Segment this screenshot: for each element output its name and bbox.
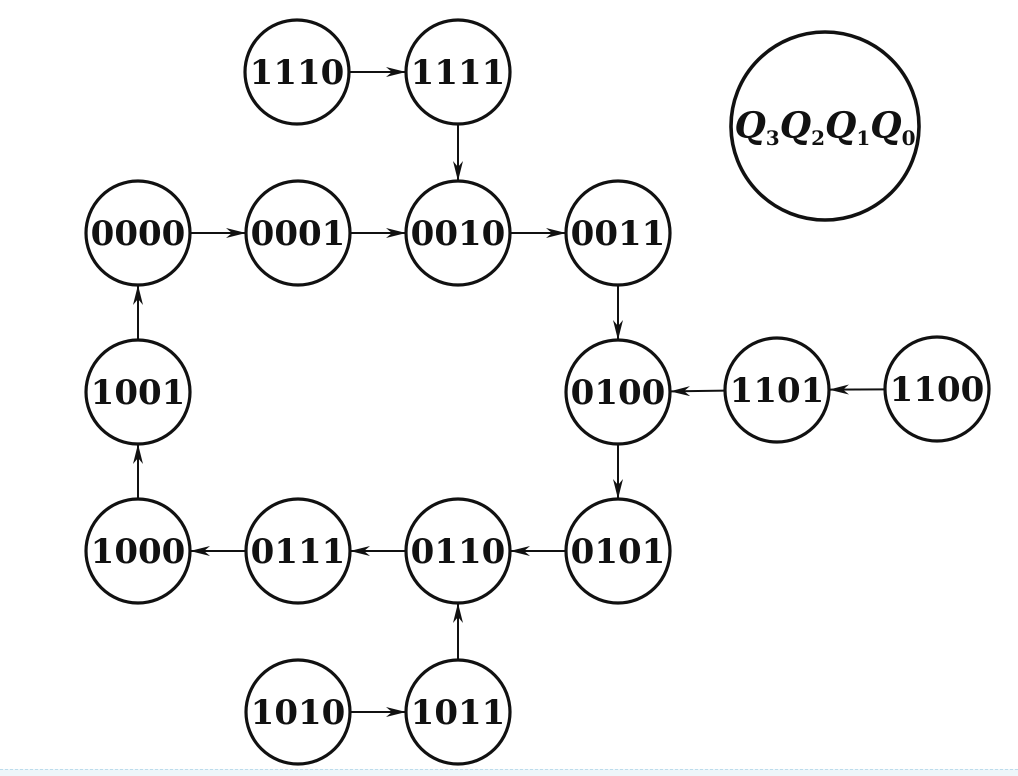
legend-var-q0: Q	[870, 105, 901, 147]
state-label: 1101	[730, 371, 825, 411]
legend-sub-2: 2	[811, 126, 825, 150]
state-node-0001: 0001	[244, 179, 352, 287]
state-label: 1010	[251, 693, 346, 733]
state-label: 1111	[411, 53, 506, 93]
legend-var-q2: Q	[780, 105, 811, 147]
state-circle	[244, 658, 352, 766]
bottom-divider	[0, 769, 1018, 776]
state-node-0101: 0101	[564, 497, 672, 605]
state-node-1111: 1111	[404, 18, 512, 126]
state-circle	[564, 338, 672, 446]
state-node-1011: 1011	[404, 658, 512, 766]
legend-circle	[729, 30, 921, 222]
state-circle	[404, 497, 512, 605]
state-label: 1100	[890, 370, 985, 410]
state-circle	[84, 179, 192, 287]
state-label: 1000	[91, 532, 186, 572]
transition-edges	[133, 67, 886, 717]
legend-var-q3: Q	[734, 105, 765, 147]
legend-sub-1: 1	[856, 126, 870, 150]
state-node-1101: 1101	[723, 336, 831, 444]
state-node-1010: 1010	[244, 658, 352, 766]
legend-label: Q3Q2Q1Q0	[734, 105, 915, 150]
state-node-1100: 1100	[883, 335, 991, 443]
state-circle	[84, 497, 192, 605]
state-circle	[564, 497, 672, 605]
state-node-0000: 0000	[84, 179, 192, 287]
state-label: 0111	[251, 532, 346, 572]
state-node-1110: 1110	[243, 18, 351, 126]
state-circle	[244, 179, 352, 287]
state-circle	[243, 18, 351, 126]
state-node-0111: 0111	[244, 497, 352, 605]
state-label: 0110	[411, 532, 506, 572]
state-node-0100: 0100	[564, 338, 672, 446]
state-circle	[404, 658, 512, 766]
state-node-0110: 0110	[404, 497, 512, 605]
state-circle	[404, 18, 512, 126]
state-label: 1110	[250, 53, 345, 93]
state-circle	[883, 335, 991, 443]
state-circle	[723, 336, 831, 444]
state-label: 0010	[411, 214, 506, 254]
state-node-1001: 1001	[84, 338, 192, 446]
transition-arrow-1101-to-0100	[669, 386, 726, 397]
state-circle	[564, 179, 672, 287]
state-label: 0101	[571, 532, 666, 572]
state-label: 1001	[91, 373, 186, 413]
state-label: 0000	[91, 214, 186, 254]
legend: Q3Q2Q1Q0	[729, 30, 921, 222]
legend-sub-3: 3	[766, 126, 780, 150]
state-circle	[244, 497, 352, 605]
state-node-0011: 0011	[564, 179, 672, 287]
legend-sub-0: 0	[902, 126, 916, 150]
legend-var-q1: Q	[825, 105, 856, 147]
state-label: 0011	[571, 214, 666, 254]
state-circle	[84, 338, 192, 446]
state-label: 0001	[251, 214, 346, 254]
state-node-0010: 0010	[404, 179, 512, 287]
state-label: 1011	[411, 693, 506, 733]
state-circle	[404, 179, 512, 287]
state-label: 0100	[571, 373, 666, 413]
state-node-1000: 1000	[84, 497, 192, 605]
